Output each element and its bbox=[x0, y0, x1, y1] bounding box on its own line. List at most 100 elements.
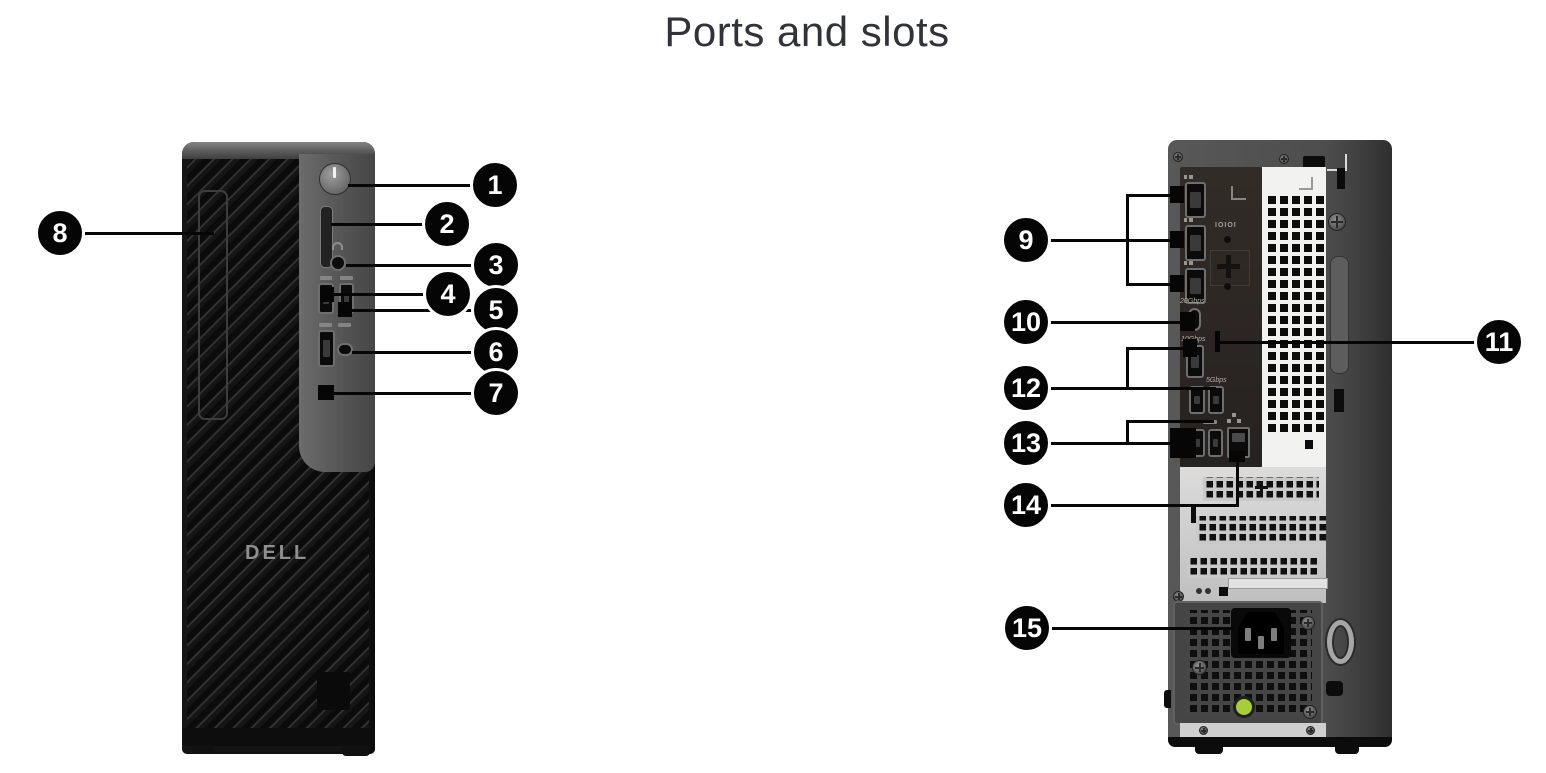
callout-line bbox=[1129, 420, 1214, 423]
usb-icon bbox=[320, 276, 332, 280]
usb-speed-icon bbox=[319, 323, 332, 327]
displayport[interactable] bbox=[1185, 268, 1206, 304]
psu-screw bbox=[1192, 660, 1207, 675]
callout-line bbox=[1048, 442, 1172, 445]
callout-line bbox=[1129, 347, 1184, 350]
callout-line bbox=[1215, 331, 1220, 352]
callout-line bbox=[331, 223, 426, 226]
callout-11: 11 bbox=[1474, 317, 1524, 367]
usb-c-speed-label: 20Gbps bbox=[1180, 298, 1205, 305]
serial-port-marking: IOIOI bbox=[1215, 222, 1237, 229]
callout-line-stub bbox=[1183, 339, 1197, 357]
power-pin bbox=[1258, 636, 1264, 649]
callout-line bbox=[351, 309, 474, 312]
usb-c-port[interactable] bbox=[337, 343, 353, 356]
front-port-panel bbox=[299, 154, 375, 472]
release-latch-slot[interactable] bbox=[1303, 156, 1325, 168]
front-tower-bottom-strip bbox=[182, 728, 375, 746]
callout-line bbox=[1129, 194, 1170, 197]
network-icon bbox=[1232, 413, 1236, 417]
slot-screw-cross bbox=[1260, 481, 1263, 494]
bottom-frame bbox=[1180, 723, 1326, 737]
sd-card-slot[interactable] bbox=[320, 206, 333, 268]
thumbscrew-rear[interactable] bbox=[1326, 681, 1343, 696]
callout-line bbox=[333, 293, 427, 296]
callout-line bbox=[348, 184, 474, 187]
dell-logo: DELL bbox=[245, 542, 310, 564]
expansion-slot-vent bbox=[1196, 516, 1326, 544]
security-slot bbox=[1337, 168, 1345, 189]
psu-diagnostic-led bbox=[1233, 696, 1255, 718]
expansion-slot-vent bbox=[1187, 556, 1317, 578]
callout-3: 3 bbox=[471, 240, 521, 290]
back-foot bbox=[1335, 744, 1359, 754]
side-handle-groove bbox=[1330, 256, 1349, 374]
usb-5g-speed-label: 5Gbps bbox=[1206, 377, 1227, 384]
vent-hole bbox=[1305, 440, 1313, 449]
callout-15: 15 bbox=[1002, 603, 1052, 653]
callout-line bbox=[1046, 239, 1170, 242]
displayport-icon bbox=[1184, 218, 1193, 222]
panel-hole bbox=[1219, 587, 1228, 596]
psu-screw bbox=[1301, 616, 1315, 630]
callout-9: 9 bbox=[1001, 215, 1051, 265]
callout-line bbox=[352, 351, 474, 354]
power-icon bbox=[333, 167, 336, 178]
side-nub bbox=[1164, 690, 1171, 708]
knockout-hole bbox=[1224, 236, 1231, 243]
bottom-lip bbox=[1168, 737, 1392, 747]
callout-line bbox=[1126, 194, 1129, 286]
callout-line-stub bbox=[1170, 275, 1184, 292]
headset-jack[interactable] bbox=[330, 255, 346, 271]
callout-7: 7 bbox=[471, 368, 521, 418]
panel-hole bbox=[1196, 588, 1202, 594]
padlock-ring[interactable] bbox=[1327, 620, 1354, 664]
usb-powershare-icon bbox=[340, 276, 353, 280]
front-lower-panel-door bbox=[317, 672, 350, 710]
displayport-icon bbox=[1184, 175, 1193, 179]
usb2-port[interactable] bbox=[1208, 429, 1223, 457]
callout-2: 2 bbox=[422, 199, 472, 249]
optical-drive-bay-outline bbox=[198, 190, 228, 420]
callout-line bbox=[1048, 504, 1238, 507]
power-pin bbox=[1271, 628, 1277, 641]
front-foot bbox=[192, 746, 214, 754]
callout-14: 14 bbox=[1001, 480, 1051, 530]
thumbscrew[interactable] bbox=[1328, 213, 1346, 231]
chassis-screw bbox=[1306, 726, 1315, 735]
usb-c-speed-icon bbox=[338, 323, 351, 327]
usb-a-5g-port[interactable] bbox=[1189, 386, 1205, 414]
displayport-icon bbox=[1184, 261, 1193, 265]
callout-line-stub bbox=[318, 385, 334, 400]
displayport[interactable] bbox=[1185, 182, 1206, 218]
usb-a-5g-port[interactable] bbox=[1208, 386, 1224, 414]
corner-mark bbox=[1231, 186, 1246, 200]
usb-a-port[interactable] bbox=[318, 330, 335, 367]
callout-line-stub bbox=[1170, 186, 1184, 203]
callout-13: 13 bbox=[1001, 418, 1051, 468]
callout-line bbox=[1048, 321, 1181, 324]
headset-icon bbox=[332, 242, 343, 250]
callout-line bbox=[346, 264, 474, 267]
callout-line bbox=[1126, 347, 1129, 390]
psu-screw bbox=[1303, 705, 1317, 719]
chassis-screw bbox=[1279, 154, 1289, 164]
callout-12: 12 bbox=[1001, 363, 1051, 413]
callout-8: 8 bbox=[35, 208, 85, 258]
page-title: Ports and slots bbox=[664, 8, 950, 55]
callout-line-stub bbox=[320, 287, 334, 302]
blank-slot-cover bbox=[1228, 578, 1328, 589]
callout-4: 4 bbox=[423, 269, 473, 319]
chassis-screw bbox=[1199, 726, 1208, 735]
callout-line-stub bbox=[338, 302, 352, 317]
displayport[interactable] bbox=[1185, 225, 1206, 261]
slot-divider bbox=[1191, 505, 1196, 523]
callout-line-stub bbox=[1170, 428, 1196, 458]
callout-10: 10 bbox=[1001, 297, 1051, 347]
knockout-hole bbox=[1224, 283, 1231, 290]
back-foot bbox=[1195, 746, 1223, 754]
callout-line bbox=[1129, 283, 1170, 286]
callout-line bbox=[1126, 420, 1129, 445]
chassis-screw bbox=[1173, 152, 1183, 162]
